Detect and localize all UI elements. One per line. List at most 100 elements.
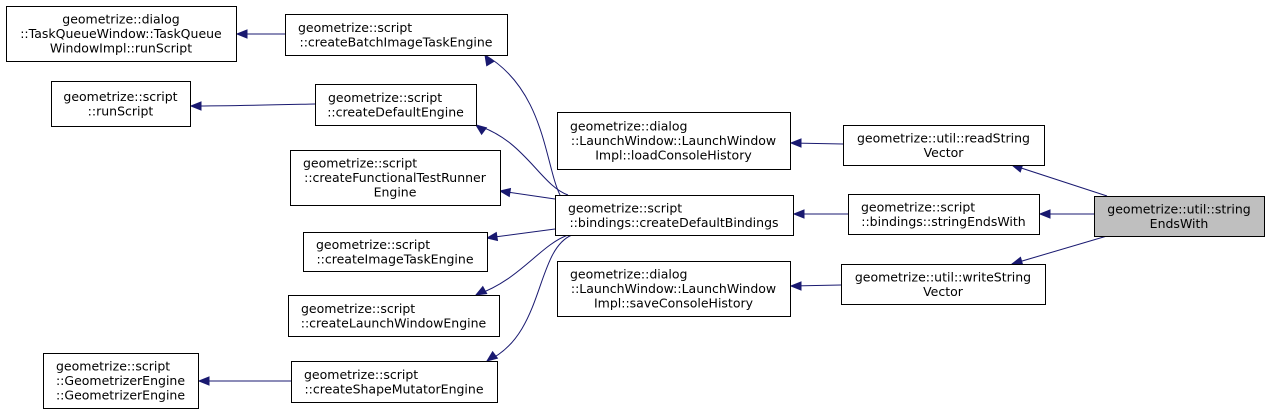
node-createImageTask[interactable]: geometrize::script::createImageTaskEngin… (303, 232, 488, 272)
node-label-line: ::createLaunchWindowEngine (301, 315, 487, 330)
node-runScript[interactable]: geometrize::script::runScript (51, 81, 191, 127)
node-label-line: geometrize::script (568, 200, 682, 215)
node-label-line: geometrize::util::readString (857, 130, 1030, 145)
node-box (285, 14, 508, 56)
edge-arrowhead (235, 29, 248, 39)
node-box (288, 295, 500, 337)
edge-createBatch-to-taskqueue (235, 29, 285, 39)
node-label-line: ::bindings::stringEndsWith (861, 214, 1025, 229)
edge-line (475, 124, 569, 196)
edge-arrowhead (474, 285, 488, 296)
node-label-line: geometrize::dialog (62, 12, 179, 27)
edge-target-to-bindingsEnds (1038, 209, 1094, 219)
edge-arrowhead (498, 187, 512, 198)
edge-arrowhead (789, 281, 802, 291)
edge-line (484, 54, 561, 196)
node-createLaunch[interactable]: geometrize::script::createLaunchWindowEn… (288, 295, 500, 337)
edge-arrowhead (1010, 256, 1024, 266)
node-box (841, 264, 1046, 305)
node-bindingsEnds[interactable]: geometrize::script::bindings::stringEnds… (848, 194, 1040, 235)
node-target: geometrize::util::stringEndsWith (1094, 196, 1265, 237)
edge-createDefault-to-runScript (189, 101, 316, 111)
edge-line (486, 228, 556, 239)
node-box (848, 194, 1040, 235)
node-label-line: ::LaunchWindow::LaunchWindow (571, 133, 776, 148)
edge-createBindings-to-createShape (485, 234, 573, 362)
node-box (51, 81, 191, 127)
edge-createBindings-to-createFunctional (498, 187, 556, 200)
edge-createShape-to-geomEngine (197, 376, 291, 386)
node-createFunctional[interactable]: geometrize::script::createFunctionalTest… (290, 150, 501, 206)
edge-arrowhead (789, 138, 802, 148)
edge-arrowhead (485, 231, 499, 242)
node-box (555, 195, 794, 236)
node-createBatch[interactable]: geometrize::script::createBatchImageTask… (285, 14, 508, 56)
node-label-line: geometrize::script (316, 237, 430, 252)
node-label-line: ::createBatchImageTaskEngine (300, 34, 493, 49)
node-label-line: geometrize::script (301, 301, 415, 316)
node-box (1094, 196, 1265, 237)
node-label-line: Impl::saveConsoleHistory (594, 296, 754, 311)
node-label-line: ::GeometrizerEngine (56, 373, 185, 388)
node-label-line: ::runScript (88, 103, 154, 118)
node-label-line: ::createFunctionalTestRunner (304, 170, 487, 185)
edge-line (486, 234, 573, 362)
edge-arrowhead (474, 124, 488, 136)
node-label-line: geometrize::util::writeString (855, 269, 1031, 284)
node-label-line: geometrize::script (298, 20, 412, 35)
node-createBindings[interactable]: geometrize::script::bindings::createDefa… (555, 195, 794, 236)
node-box (315, 84, 477, 126)
edge-createBindings-to-createLaunch (474, 234, 569, 296)
edges-layer (189, 29, 1108, 386)
node-box (6, 6, 237, 62)
node-label-line: EndsWith (1150, 216, 1209, 231)
nodes-layer: geometrize::dialog::TaskQueueWindow::Tas… (6, 6, 1265, 409)
node-label-line: geometrize::script (328, 90, 442, 105)
node-label-line: geometrize::util::string (1107, 201, 1250, 216)
node-box (43, 353, 199, 409)
node-label-line: geometrize::script (56, 359, 170, 374)
node-label-line: Engine (374, 185, 417, 200)
node-label-line: ::GeometrizerEngine (56, 388, 185, 403)
edge-createBindings-to-createDefault (474, 124, 569, 196)
edge-arrowhead (484, 53, 495, 67)
node-label-line: geometrize::script (304, 367, 418, 382)
node-box (557, 261, 791, 317)
node-label-line: ::createShapeMutatorEngine (304, 381, 483, 396)
node-label-line: Vector (924, 145, 965, 160)
edge-arrowhead (792, 209, 805, 219)
node-label-line: ::TaskQueueWindow::TaskQueue (20, 26, 222, 41)
node-taskqueue[interactable]: geometrize::dialog::TaskQueueWindow::Tas… (6, 6, 237, 62)
node-label-line: geometrize::script (861, 199, 975, 214)
edge-line (1011, 164, 1108, 197)
node-box (557, 112, 791, 170)
node-label-line: ::bindings::createDefaultBindings (569, 215, 778, 230)
edge-line (190, 103, 316, 107)
node-createShape[interactable]: geometrize::script::createShapeMutatorEn… (291, 361, 498, 403)
node-label-line: WindowImpl::runScript (50, 41, 192, 56)
node-label-line: geometrize::dialog (570, 119, 687, 134)
node-createDefault[interactable]: geometrize::script::createDefaultEngine (315, 84, 477, 126)
edge-target-to-writeString (1010, 235, 1108, 266)
node-saveConsole[interactable]: geometrize::dialog::LaunchWindow::Launch… (557, 261, 791, 317)
edge-line (475, 234, 569, 296)
node-box (843, 125, 1045, 166)
edge-writeString-to-saveConsole (789, 281, 842, 291)
edge-line (1011, 235, 1108, 265)
edge-bindingsEnds-to-createBindings (792, 209, 848, 219)
edge-createBindings-to-createImageTask (485, 228, 556, 242)
node-label-line: ::LaunchWindow::LaunchWindow (571, 281, 776, 296)
edge-readString-to-loadConsole (789, 138, 844, 148)
edge-arrowhead (197, 376, 210, 386)
node-label-line: Vector (923, 284, 964, 299)
node-geomEngine[interactable]: geometrize::script::GeometrizerEngine::G… (43, 353, 199, 409)
edge-arrowhead (189, 101, 202, 111)
node-loadConsole[interactable]: geometrize::dialog::LaunchWindow::Launch… (557, 112, 791, 170)
edge-arrowhead (1038, 209, 1051, 219)
node-box (303, 232, 488, 272)
edge-target-to-readString (1010, 163, 1108, 197)
node-label-line: ::createDefaultEngine (327, 104, 464, 119)
node-label-line: geometrize::script (63, 89, 177, 104)
